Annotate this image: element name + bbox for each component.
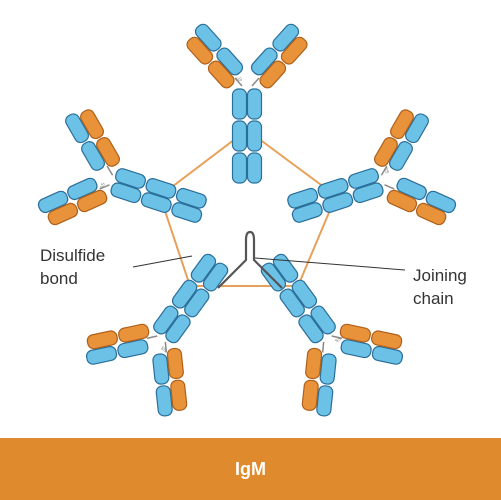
footer-title: IgM [235, 458, 266, 479]
monomer-top [182, 22, 312, 183]
disulfide-leader-line [132, 255, 193, 268]
monomer-upper-right [271, 98, 465, 272]
disulfide-label-line-2: bond [40, 269, 78, 288]
joining-chain [217, 230, 283, 289]
igm-diagram: ss [0, 0, 501, 438]
monomer-lower-right [218, 222, 418, 429]
joining-label-line-2: chain [413, 289, 454, 308]
disulfide-label-line-1: Disulfide [40, 246, 106, 265]
joining-chain-label: Joining chain [413, 264, 467, 310]
footer-banner: IgM [0, 438, 501, 500]
joining-label-line-1: Joining [413, 266, 467, 285]
disulfide-bond-label: Disulfide bond [40, 244, 105, 290]
joining-leader-line [254, 257, 406, 271]
